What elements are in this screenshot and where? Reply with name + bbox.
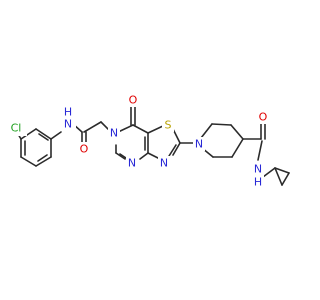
bond (231, 138, 244, 158)
bond (20, 128, 37, 140)
oxygen-atom: O (257, 110, 269, 124)
label-background (158, 156, 170, 170)
atom-label: O (259, 111, 268, 124)
bond (262, 167, 276, 178)
bond (115, 152, 126, 160)
bond (119, 153, 127, 159)
atom-label: N (64, 118, 72, 131)
atom-label: O (80, 143, 89, 156)
bond (83, 121, 102, 133)
bond (230, 124, 244, 140)
nitrogen-atom: N (60, 118, 76, 131)
bond (139, 152, 149, 160)
atom-label: N (160, 157, 168, 170)
nitrogen-atom: N (193, 137, 205, 151)
bond (172, 128, 181, 144)
bond (147, 125, 164, 134)
bond (35, 156, 52, 167)
label-background (162, 118, 174, 132)
atom-label: N (110, 127, 118, 140)
atom-label: N (254, 163, 262, 176)
atom-label: S (165, 119, 172, 132)
bond (132, 124, 149, 134)
label-background (108, 126, 120, 140)
bond (38, 133, 49, 141)
nitrogen-atom: N (126, 156, 138, 170)
label-background (193, 137, 205, 151)
label-background (257, 110, 269, 124)
molecule-structure: Cl N H O N O N S (5, 93, 290, 189)
atom-label: N (195, 138, 203, 151)
bond (35, 128, 52, 140)
nitrogen-atom: N (158, 156, 170, 170)
hydrogen-atom: H (60, 106, 76, 119)
nitrogen-atom: N (108, 126, 120, 140)
label-background (60, 106, 76, 118)
label-background (5, 120, 27, 136)
bond (168, 144, 177, 157)
bond (274, 167, 290, 174)
bond (100, 121, 109, 130)
atom-label: Cl (11, 122, 22, 135)
bond (200, 123, 213, 139)
bond (257, 140, 263, 161)
atom-labels: Cl N H O N O N S (5, 93, 269, 189)
bonds (17, 105, 290, 186)
atom-label: O (129, 94, 138, 107)
bond (281, 172, 290, 186)
bond (37, 154, 48, 162)
bond (20, 156, 37, 167)
bond (211, 123, 232, 126)
sulfur-atom: S (162, 118, 174, 132)
bond (172, 142, 181, 156)
bond (50, 131, 62, 140)
atom-label: H (254, 176, 262, 189)
label-background (127, 93, 139, 107)
label-background (126, 156, 138, 170)
label-background (78, 142, 90, 156)
atom-label: H (64, 106, 72, 119)
nitrogen-atom: N (252, 162, 264, 176)
label-background (252, 162, 264, 176)
hydrogen-atom: H (252, 175, 264, 189)
oxygen-atom: O (127, 93, 139, 107)
chlorine-atom: Cl (5, 120, 27, 136)
bond (274, 167, 283, 186)
label-background (252, 175, 264, 189)
label-background (60, 118, 76, 130)
atom-label: N (128, 157, 136, 170)
oxygen-atom: O (78, 142, 90, 156)
